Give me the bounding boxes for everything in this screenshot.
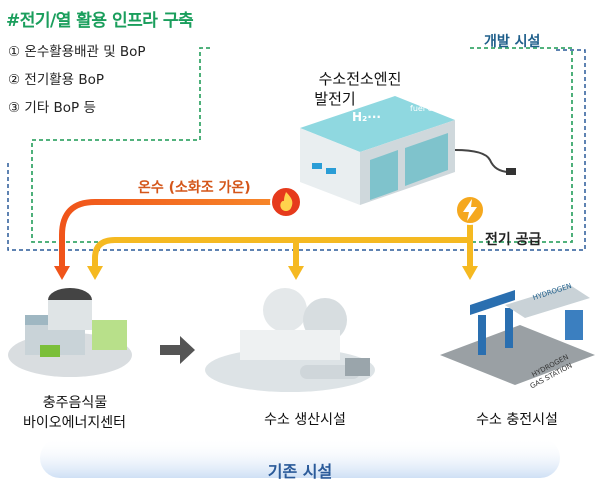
list-item: ① 온수활용배관 및 BoP xyxy=(8,44,146,60)
hydrogen-production-label: 수소 생산시설 xyxy=(264,412,346,428)
existing-zone-label: 기존 시설 xyxy=(267,462,333,481)
power-arrowhead-2 xyxy=(288,266,304,280)
fuel-cell-label-line2: 발전기 xyxy=(314,90,356,108)
power-arrowhead-1 xyxy=(87,266,103,280)
process-arrow xyxy=(160,336,195,364)
hydrogen-station-label: 수소 충전시설 xyxy=(476,412,558,428)
flame-icon xyxy=(270,186,302,218)
existing-zone-outline xyxy=(7,49,586,251)
bio-center-label-line1: 충주음식물 xyxy=(42,395,108,411)
power-line xyxy=(92,211,473,271)
fuel-cell-label-line1: 수소전소엔진 xyxy=(318,70,402,88)
hot-water-arrowhead xyxy=(54,266,70,280)
bio-center-label-line2: 바이오에너지센터 xyxy=(22,415,127,431)
hydrogen-station-illustration xyxy=(440,285,595,385)
bio-energy-center-illustration xyxy=(8,288,132,377)
hot-water-label: 온수 (소화조 가온) xyxy=(138,180,251,196)
power-supply-label: 전기 공급 xyxy=(485,232,542,248)
page-title: #전기/열 활용 인프라 구축 xyxy=(6,11,194,31)
development-zone-outline xyxy=(31,47,573,243)
fuel-cell-brand: fuel cell xyxy=(410,104,442,113)
power-arrowhead-3 xyxy=(462,266,478,280)
hot-water-pipe xyxy=(59,199,285,271)
hydrogen-production-illustration xyxy=(205,288,375,392)
development-zone-label: 개발 시설 xyxy=(484,34,541,50)
fuel-cell-generator xyxy=(300,96,516,205)
lightning-icon xyxy=(455,195,485,225)
list-item: ③ 기타 BoP 등 xyxy=(8,100,96,116)
existing-zone-banner xyxy=(40,438,560,478)
fuel-cell-box-text: H₂··· xyxy=(352,110,381,124)
list-item: ② 전기활용 BoP xyxy=(8,72,105,88)
